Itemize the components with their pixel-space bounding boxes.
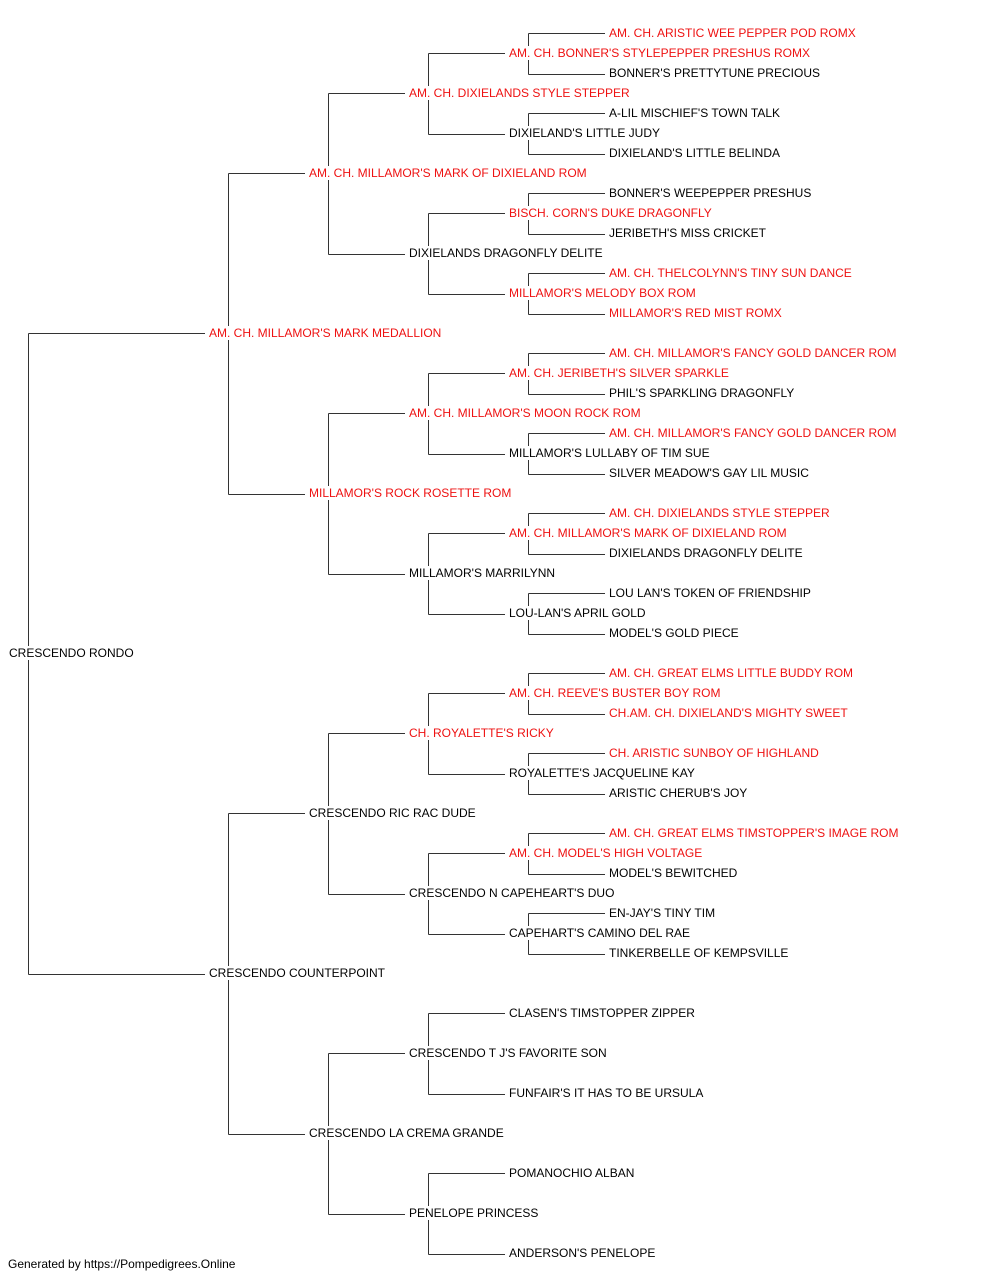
pedigree-entry-gen5: EN-JAY'S TINY TIM xyxy=(608,906,717,920)
pedigree-entry-gen4: AM. CH. JERIBETH'S SILVER SPARKLE xyxy=(508,366,730,380)
pedigree-entry-gen1: AM. CH. MILLAMOR'S MARK MEDALLION xyxy=(208,326,443,340)
pedigree-entry-gen4: AM. CH. REEVE'S BUSTER BOY ROM xyxy=(508,686,722,700)
pedigree-entry-gen4: CLASEN'S TIMSTOPPER ZIPPER xyxy=(508,1006,696,1020)
pedigree-entry-gen5: CH.AM. CH. DIXIELAND'S MIGHTY SWEET xyxy=(608,706,849,720)
pedigree-entry-gen4: LOU-LAN'S APRIL GOLD xyxy=(508,606,647,620)
pedigree-entry-gen4: CAPEHART'S CAMINO DEL RAE xyxy=(508,926,691,940)
pedigree-entry-gen4: ROYALETTE'S JACQUELINE KAY xyxy=(508,766,696,780)
pedigree-entry-gen4: AM. CH. MILLAMOR'S MARK OF DIXIELAND ROM xyxy=(508,526,788,540)
pedigree-entry-gen4: MILLAMOR'S MELODY BOX ROM xyxy=(508,286,697,300)
pedigree-entry-gen3: CH. ROYALETTE'S RICKY xyxy=(408,726,555,740)
pedigree-entry-gen4: MILLAMOR'S LULLABY OF TIM SUE xyxy=(508,446,711,460)
pedigree-entry-gen5: A-LIL MISCHIEF'S TOWN TALK xyxy=(608,106,781,120)
pedigree-entry-gen5: JERIBETH'S MISS CRICKET xyxy=(608,226,767,240)
pedigree-entry-gen2: CRESCENDO LA CREMA GRANDE xyxy=(308,1126,505,1140)
pedigree-entry-gen5: AM. CH. MILLAMOR'S FANCY GOLD DANCER ROM xyxy=(608,426,898,440)
pedigree-entry-gen5: MODEL'S GOLD PIECE xyxy=(608,626,740,640)
pedigree-entry-gen3: CRESCENDO N CAPEHEART'S DUO xyxy=(408,886,616,900)
pedigree-entry-gen5: BONNER'S WEEPEPPER PRESHUS xyxy=(608,186,813,200)
pedigree-entry-gen5: AM. CH. ARISTIC WEE PEPPER POD ROMX xyxy=(608,26,857,40)
pedigree-entry-gen5: SILVER MEADOW'S GAY LIL MUSIC xyxy=(608,466,810,480)
pedigree-entry-gen3: AM. CH. DIXIELANDS STYLE STEPPER xyxy=(408,86,631,100)
pedigree-entry-gen2: AM. CH. MILLAMOR'S MARK OF DIXIELAND ROM xyxy=(308,166,588,180)
pedigree-entry-gen5: CH. ARISTIC SUNBOY OF HIGHLAND xyxy=(608,746,820,760)
pedigree-entry-gen2: CRESCENDO RIC RAC DUDE xyxy=(308,806,477,820)
pedigree-entry-gen3: AM. CH. MILLAMOR'S MOON ROCK ROM xyxy=(408,406,642,420)
pedigree-entry-gen5: MILLAMOR'S RED MIST ROMX xyxy=(608,306,783,320)
pedigree-entry-gen5: MODEL'S BEWITCHED xyxy=(608,866,739,880)
footer-credit: Generated by https://Pompedigrees.Online xyxy=(8,1257,236,1271)
pedigree-entry-gen3: CRESCENDO T J'S FAVORITE SON xyxy=(408,1046,608,1060)
pedigree-entry-gen4: AM. CH. BONNER'S STYLEPEPPER PRESHUS ROM… xyxy=(508,46,812,60)
pedigree-entry-gen2: MILLAMOR'S ROCK ROSETTE ROM xyxy=(308,486,513,500)
pedigree-entry-gen4: ANDERSON'S PENELOPE xyxy=(508,1246,657,1260)
pedigree-entry-gen3: MILLAMOR'S MARRILYNN xyxy=(408,566,557,580)
pedigree-entry-gen5: AM. CH. THELCOLYNN'S TINY SUN DANCE xyxy=(608,266,853,280)
pedigree-entry-gen0: CRESCENDO RONDO xyxy=(8,646,135,660)
pedigree-entry-gen4: FUNFAIR'S IT HAS TO BE URSULA xyxy=(508,1086,705,1100)
pedigree-entry-gen5: AM. CH. GREAT ELMS TIMSTOPPER'S IMAGE RO… xyxy=(608,826,900,840)
pedigree-entry-gen5: DIXIELANDS DRAGONFLY DELITE xyxy=(608,546,804,560)
pedigree-entry-gen5: TINKERBELLE OF KEMPSVILLE xyxy=(608,946,790,960)
pedigree-entry-gen5: AM. CH. DIXIELANDS STYLE STEPPER xyxy=(608,506,831,520)
pedigree-entry-gen3: PENELOPE PRINCESS xyxy=(408,1206,540,1220)
pedigree-entry-gen5: BONNER'S PRETTYTUNE PRECIOUS xyxy=(608,66,821,80)
pedigree-entry-gen4: AM. CH. MODEL'S HIGH VOLTAGE xyxy=(508,846,704,860)
pedigree-entry-gen1: CRESCENDO COUNTERPOINT xyxy=(208,966,387,980)
pedigree-entry-gen4: BISCH. CORN'S DUKE DRAGONFLY xyxy=(508,206,713,220)
pedigree-entry-gen3: DIXIELANDS DRAGONFLY DELITE xyxy=(408,246,604,260)
pedigree-entry-gen4: POMANOCHIO ALBAN xyxy=(508,1166,636,1180)
pedigree-entry-gen4: DIXIELAND'S LITTLE JUDY xyxy=(508,126,661,140)
pedigree-entry-gen5: ARISTIC CHERUB'S JOY xyxy=(608,786,749,800)
pedigree-entry-gen5: AM. CH. MILLAMOR'S FANCY GOLD DANCER ROM xyxy=(608,346,898,360)
pedigree-entry-gen5: DIXIELAND'S LITTLE BELINDA xyxy=(608,146,782,160)
pedigree-entry-gen5: PHIL'S SPARKLING DRAGONFLY xyxy=(608,386,796,400)
pedigree-entry-gen5: LOU LAN'S TOKEN OF FRIENDSHIP xyxy=(608,586,812,600)
pedigree-entry-gen5: AM. CH. GREAT ELMS LITTLE BUDDY ROM xyxy=(608,666,855,680)
